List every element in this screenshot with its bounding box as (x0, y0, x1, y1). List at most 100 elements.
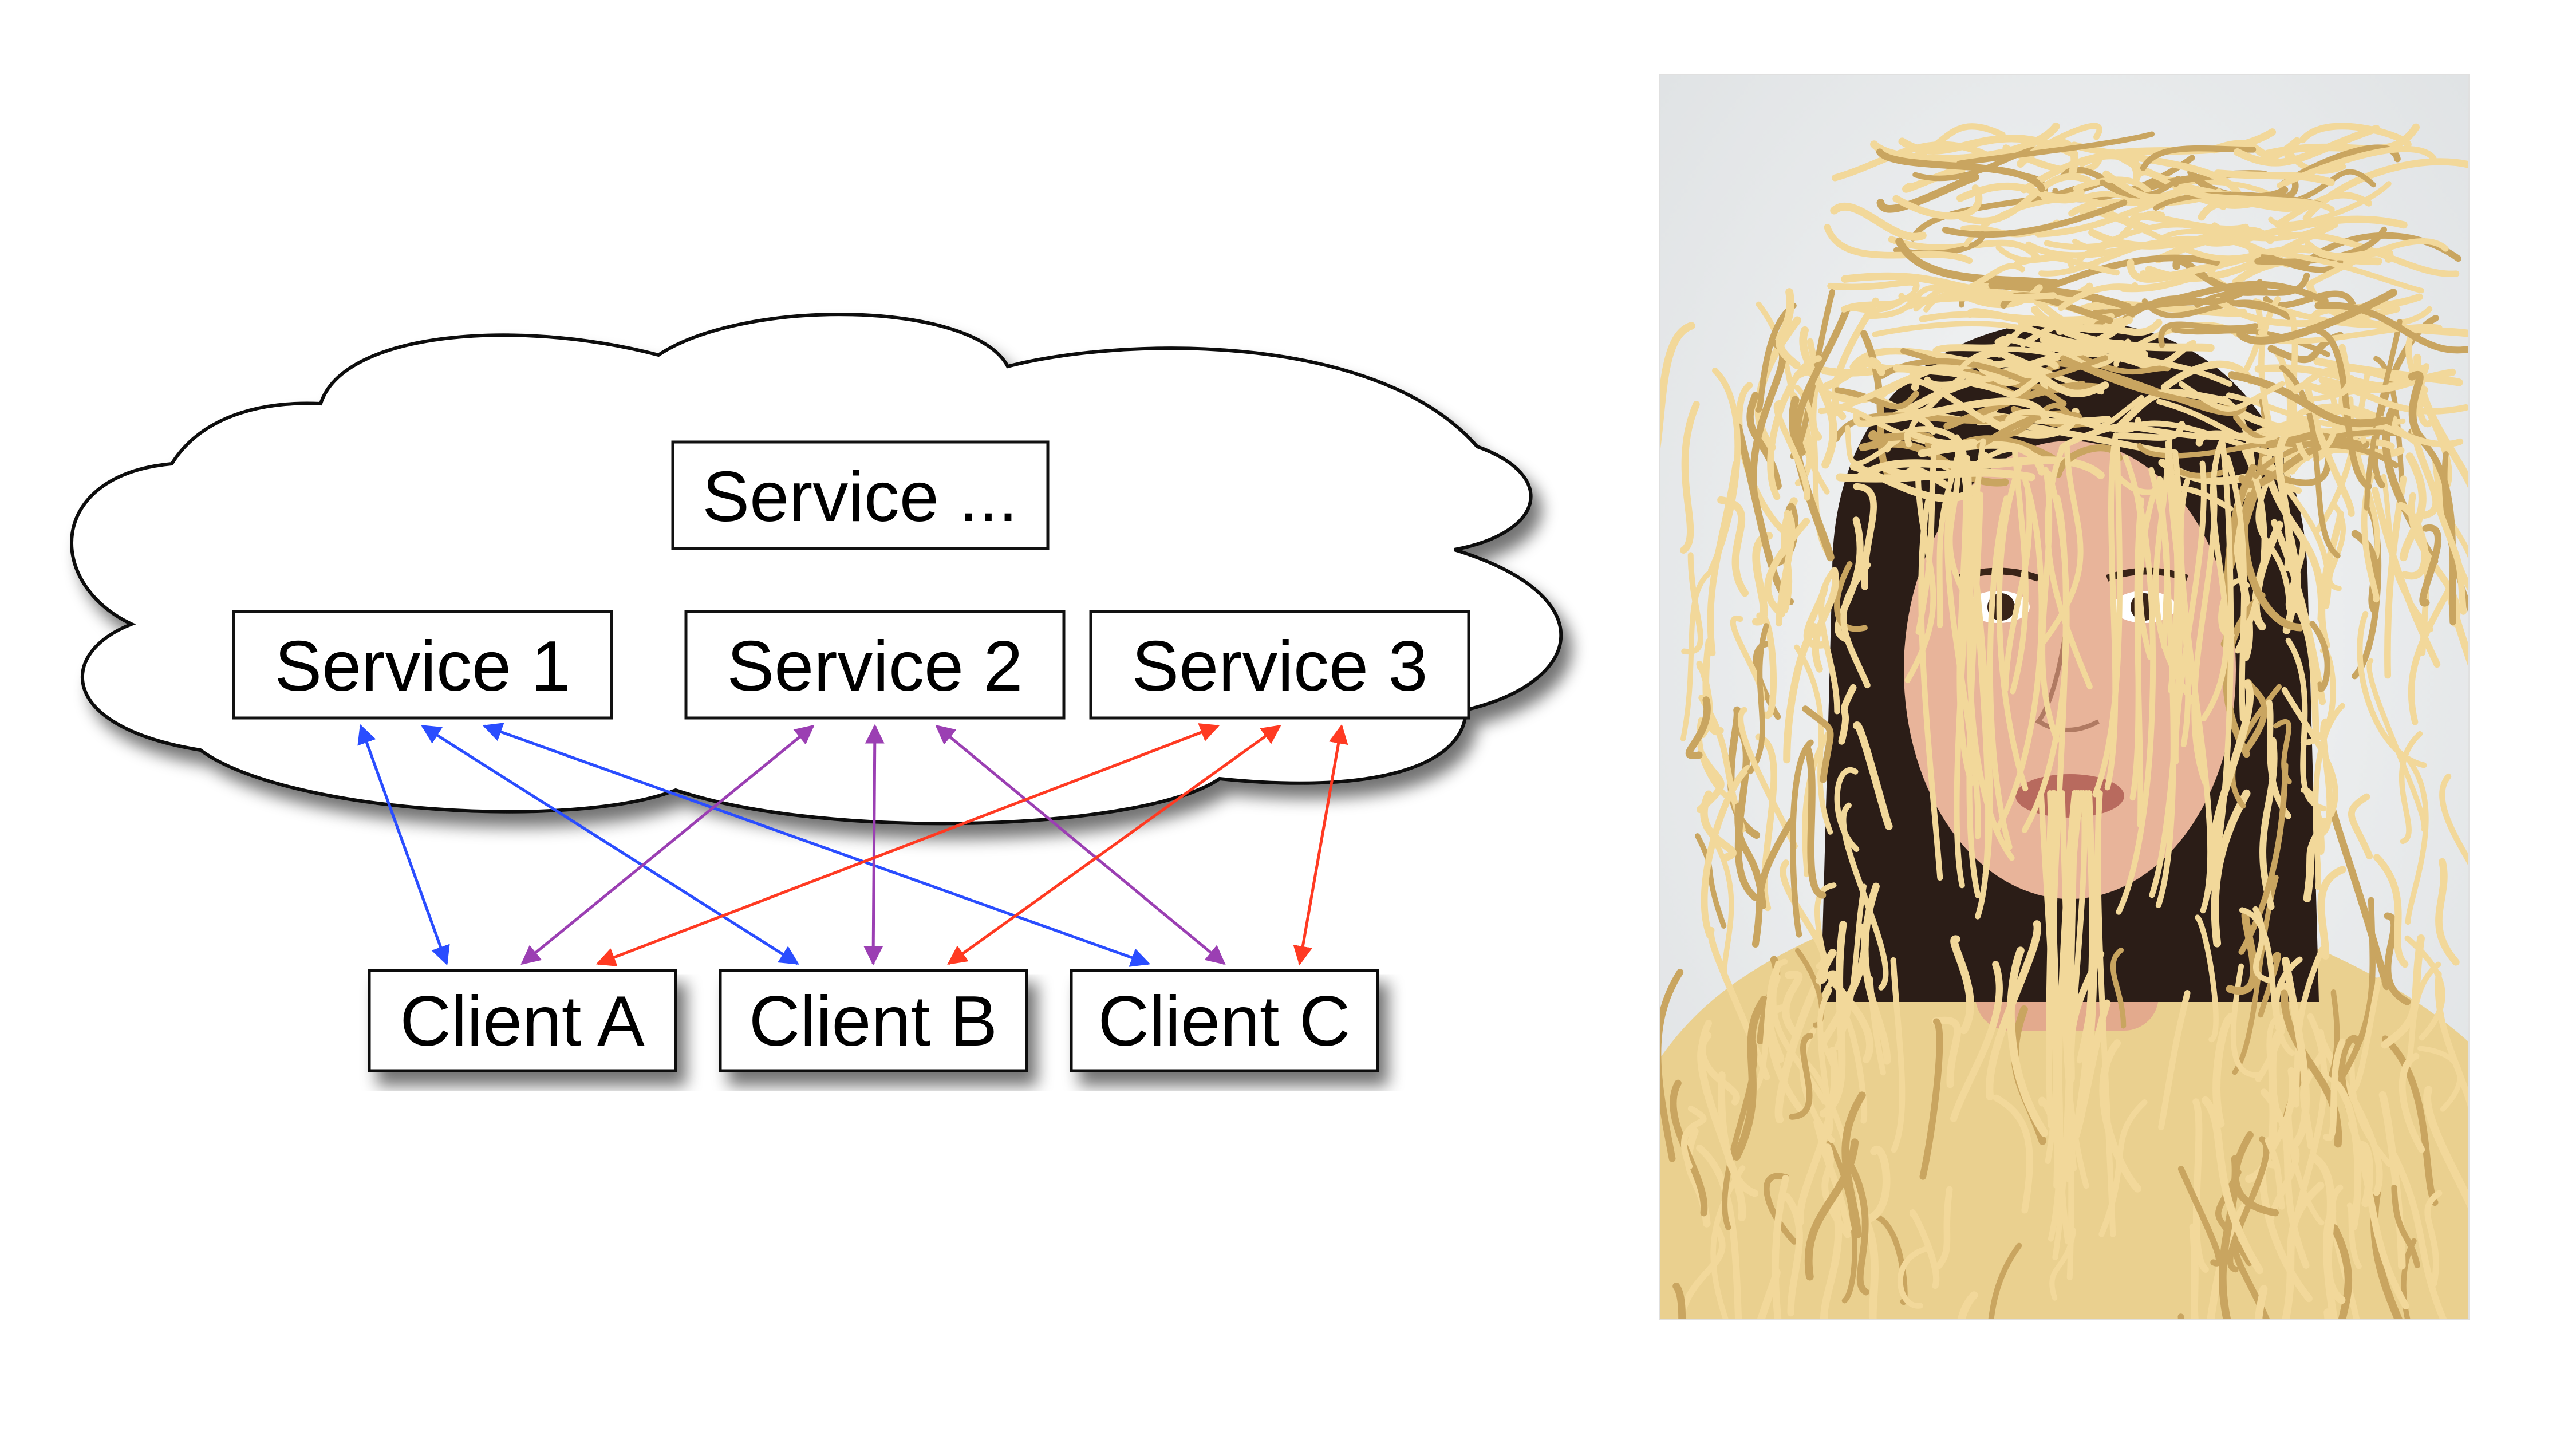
noodle-strand (1956, 449, 1975, 786)
noodle-strand (1931, 1016, 1961, 1088)
noodle-strand (1919, 1018, 1943, 1180)
noodle-strand (1695, 833, 1727, 929)
noodle-strand (2210, 137, 2301, 160)
noodle-strand (2200, 436, 2230, 722)
noodle-strand (1876, 173, 1979, 213)
noodle-strand (2384, 912, 2411, 1005)
noodle-strand (1755, 302, 1797, 413)
noodle-strand (2097, 345, 2233, 387)
noodle-strand (2329, 805, 2390, 991)
noodle-strand (2158, 990, 2191, 1130)
noodle-strand (2258, 952, 2281, 1018)
noodle-strand (2438, 462, 2469, 561)
noodle-strand (1818, 567, 1840, 715)
noodle-strand (2317, 1029, 2383, 1196)
noodle-strand (1904, 476, 1936, 684)
noodle-strand (2391, 1185, 2421, 1269)
noodle-strand (2240, 491, 2305, 632)
noodle-strand (1996, 463, 2029, 792)
noodle-strand (2338, 897, 2376, 1082)
noodle-strand (1958, 173, 2092, 224)
noodle-strand (2148, 467, 2170, 650)
noodle-strand (2177, 1313, 2184, 1320)
connection-svc3-clientC (1293, 724, 1348, 966)
noodle-strand (1852, 721, 1893, 830)
noodle-strand (2123, 279, 2263, 322)
noodle-strand (2065, 790, 2084, 1039)
noodle-strand (2038, 790, 2060, 1189)
noodle-strand (1789, 1032, 1814, 1120)
noodle-strand (2315, 327, 2372, 490)
noodle-strand (2292, 375, 2355, 397)
connection-arrows (357, 723, 1348, 967)
noodle-strand (1764, 1173, 1797, 1245)
noodle-strand (2228, 371, 2388, 428)
noodle-strand (1757, 1268, 1781, 1320)
noodle-strand (2165, 440, 2180, 694)
noodle-strand (2399, 731, 2423, 845)
noodle-strand (2227, 1136, 2270, 1273)
noodle-strand (1988, 281, 2132, 311)
noodle-strand (2381, 934, 2425, 1049)
noodle-strand (2266, 699, 2291, 819)
noodle-strand (1870, 397, 2049, 425)
noodle-strand (2238, 762, 2289, 955)
client-c-label: Client C (1098, 982, 1350, 1061)
noodle-strand (1813, 1119, 1852, 1232)
noodle-strand (1732, 996, 1768, 1161)
noodle-strand (1783, 1193, 1803, 1317)
noodle-strand (1841, 1091, 1866, 1238)
connection-svc3-clientB (947, 724, 1281, 965)
noodle-strand (2020, 152, 2141, 194)
noodle-strand (2282, 956, 2310, 1155)
noodle-strand (1906, 292, 2057, 310)
noodle-strand (2063, 346, 2171, 375)
noodle-strand (2423, 1086, 2469, 1211)
noodle-strand (2156, 399, 2286, 444)
noodle-strand (1698, 1020, 1740, 1106)
noodle-strand (2408, 370, 2432, 449)
noodle-strand (1746, 392, 1782, 490)
noodle-strand (1993, 1094, 2033, 1214)
noodle-strand (1804, 744, 1827, 899)
noodle-strand (2378, 1091, 2406, 1270)
noodle-strand (2076, 222, 2216, 263)
noodle-strand (1718, 1071, 1759, 1197)
noodle-strand (1767, 355, 1822, 500)
noodle-strand (1824, 224, 1973, 264)
noodle-strand (2239, 907, 2295, 1056)
noodle-strand (2275, 424, 2295, 572)
noodle-strand (2233, 124, 2380, 167)
noodle-strand (1685, 696, 1711, 759)
noodle-strand (2322, 1038, 2346, 1142)
noodle-strand (2405, 759, 2429, 925)
client-a-label: Client A (400, 982, 645, 1061)
noodle-strand (1773, 400, 1810, 501)
noodle-strand (1897, 1245, 1931, 1309)
noodle-strand (2198, 197, 2306, 221)
noodle-strand (2346, 1202, 2362, 1269)
noodle-strand (2285, 637, 2327, 812)
noodle-strand (2252, 906, 2272, 984)
noodle-strand (1821, 1143, 1851, 1238)
noodle-strand (2366, 658, 2427, 832)
noodle-strand (2224, 455, 2247, 721)
noodle-strands (1659, 122, 2469, 1320)
noodle-strand (1680, 401, 1700, 554)
noodle-strand (1831, 141, 1993, 182)
noodle-strand (1971, 489, 1991, 920)
noodle-strand (2114, 421, 2186, 441)
noodle-strand (2100, 176, 2181, 199)
noodle-strand (1973, 355, 2108, 387)
noodle-strand (2153, 442, 2197, 706)
noodle-strand (2211, 789, 2251, 948)
noodle-strand (2092, 444, 2123, 798)
noodle-strand (2178, 381, 2285, 412)
noodle-strand (1840, 562, 1871, 689)
noodle-strand (2294, 1013, 2328, 1216)
noodle-strand (2286, 1104, 2325, 1226)
service-box-1: Service 1 (232, 610, 613, 720)
noodle-strand (2433, 498, 2467, 615)
noodle-strand (2219, 1155, 2240, 1320)
